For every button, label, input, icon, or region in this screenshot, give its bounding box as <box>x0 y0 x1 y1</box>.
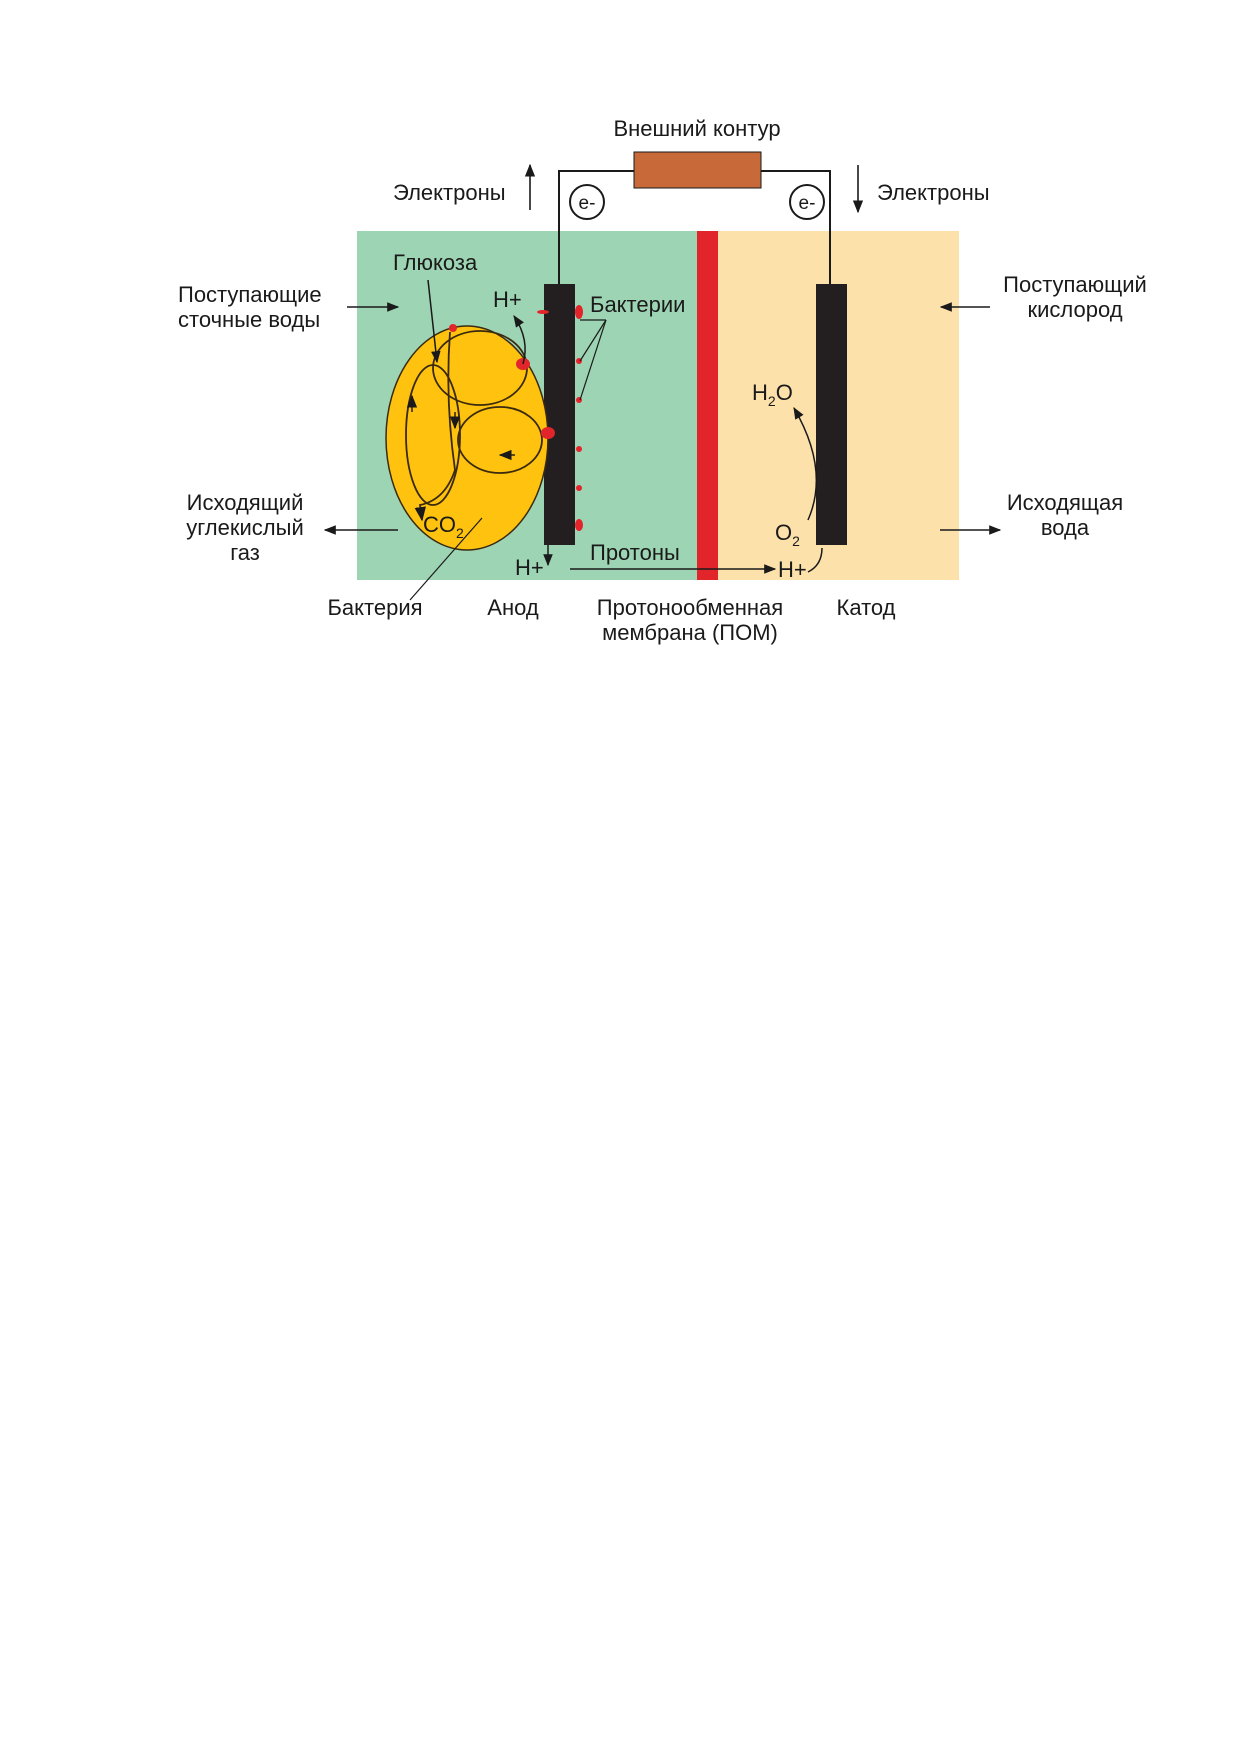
metabolic-path <box>414 331 456 522</box>
co2-subscript: 2 <box>456 525 464 541</box>
anode-electrode <box>544 284 575 545</box>
electrons-right-label: Электроны <box>877 180 990 205</box>
circuit-wire <box>558 170 831 284</box>
incoming-oxygen-line1: Поступающий <box>1003 272 1147 297</box>
membrane-label-line2: мембрана (ПОМ) <box>602 620 778 645</box>
metabolic-loop-right <box>457 406 543 474</box>
h-plus-top-arrow <box>513 315 526 365</box>
h-plus-top-label: H+ <box>493 287 522 312</box>
outgoing-water-line2: вода <box>1041 515 1090 540</box>
glucose-arrow <box>427 279 441 364</box>
bacteria-dot <box>449 324 457 332</box>
anode-label: Анод <box>487 595 539 620</box>
bacteria-dot <box>575 305 583 319</box>
bacteria-plural-label: Бактерии <box>590 292 685 317</box>
outgoing-co2-line2: углекислый <box>186 515 303 540</box>
electrons-left-label: Электроны <box>393 180 506 205</box>
outgoing-water-line1: Исходящая <box>1007 490 1123 515</box>
water-formula: H2O <box>752 380 793 409</box>
electron-circle-left <box>569 184 605 220</box>
membrane-label-line1: Протонообменная <box>597 595 783 620</box>
bacteria-dot <box>575 519 583 531</box>
glucose-label: Глюкоза <box>393 250 478 275</box>
water-subscript: 2 <box>768 393 776 409</box>
bacteria-pointer-2 <box>579 319 607 401</box>
bacterium-pointer <box>409 517 483 601</box>
outgoing-co2-line3: газ <box>230 540 260 565</box>
h-plus-right-curve <box>807 547 823 573</box>
bacteria-dot <box>576 446 582 452</box>
h-plus-left-label: H+ <box>515 555 544 580</box>
oxygen-formula: O2 <box>775 520 800 549</box>
incoming-oxygen-line2: кислород <box>1027 297 1122 322</box>
bacteria-dot <box>537 310 549 314</box>
incoming-wastewater-line2: сточные воды <box>178 307 320 332</box>
electron-symbol-left: e- <box>579 193 596 214</box>
proton-exchange-membrane <box>697 231 718 580</box>
resistor <box>633 151 762 189</box>
outgoing-co2-line1: Исходящий <box>187 490 304 515</box>
bacteria-dot <box>541 427 555 439</box>
electron-circle-right <box>789 184 825 220</box>
incoming-wastewater-line1: Поступающие <box>178 282 322 307</box>
bacterium-label: Бактерия <box>327 595 422 620</box>
o2-o: O <box>775 520 792 545</box>
co2-formula: CO2 <box>423 512 464 541</box>
water-h: H <box>752 380 768 405</box>
h-plus-right-label: H+ <box>778 557 807 582</box>
bacteria-pointer-1 <box>579 319 607 362</box>
external-circuit-label: Внешний контур <box>613 116 780 141</box>
o2-to-water-arrow <box>793 406 818 521</box>
o2-subscript: 2 <box>792 533 800 549</box>
electron-symbol-right: e- <box>799 193 816 214</box>
co2-c: CO <box>423 512 456 537</box>
cathode-electrode <box>816 284 847 545</box>
cathode-label: Катод <box>837 595 896 620</box>
bacteria-dot <box>576 485 582 491</box>
water-o: O <box>776 380 793 405</box>
protons-label: Протоны <box>590 540 680 565</box>
